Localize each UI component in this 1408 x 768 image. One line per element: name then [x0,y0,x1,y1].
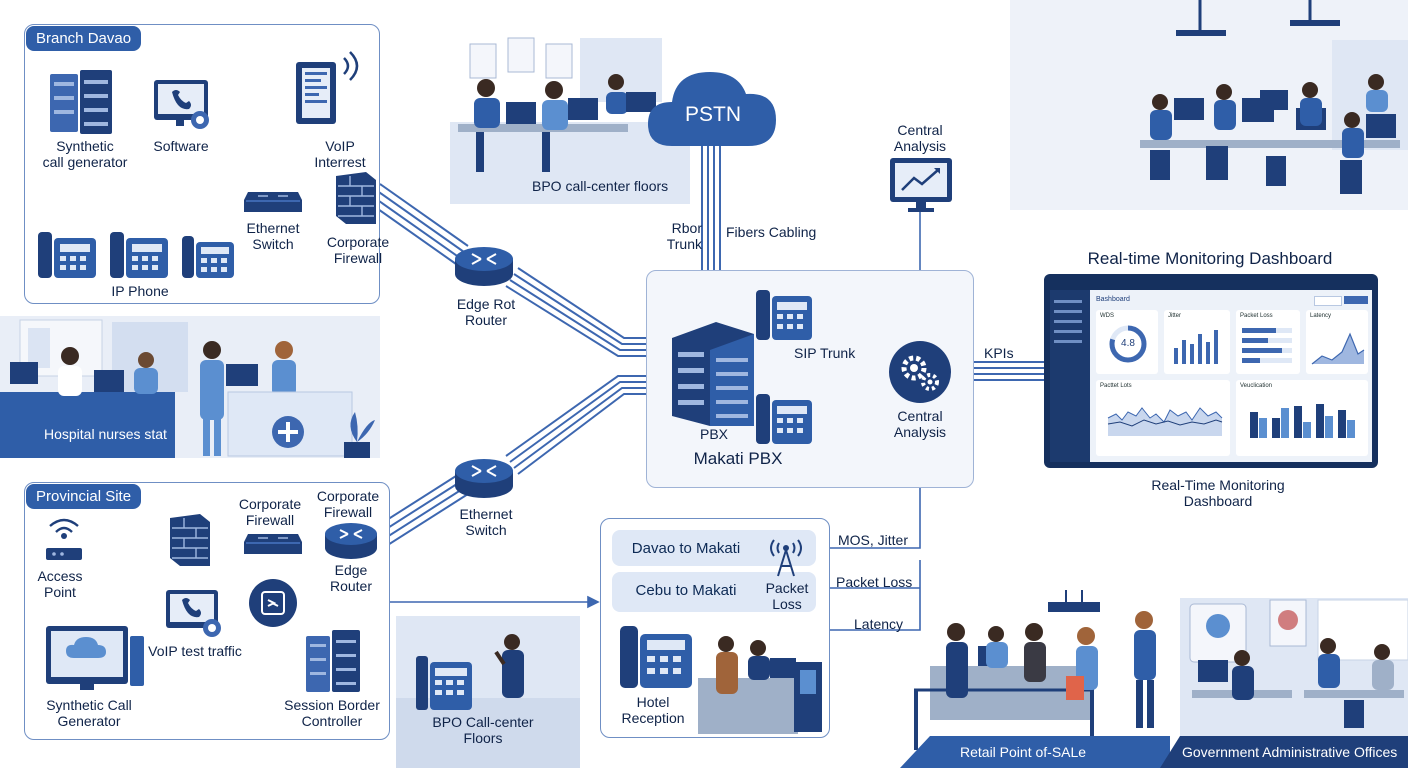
card-title: Latency [1310,313,1332,319]
dashboard-title-bottom: Real-Time Monitoring Dashboard [1151,477,1285,509]
dashboard-sidebar-items [1054,300,1082,343]
hotel-phone-icon [620,626,692,688]
government-caption: Government Administrative Offices [1182,744,1398,760]
ip-phone-icon [756,394,812,444]
router-icon [455,459,513,498]
dashboard-filter-button[interactable] [1314,296,1342,306]
retail-government-illustration [914,590,1408,750]
access-point-icon [46,518,82,560]
session-border-controller-label: Session Border Controller [284,697,380,729]
synthetic-call-generator-label: Synthetic call generator [42,138,128,170]
makati-pbx-title: Makati PBX [693,449,783,468]
card-title: Packet Loss [1240,313,1273,319]
card-title: Veuclication [1240,383,1273,389]
ip-phone-label: IP Phone [111,283,169,299]
latency-metric-label: Latency [854,616,904,632]
server-stack-icon [50,70,112,134]
mos-gauge-value: 4.8 [1121,338,1135,349]
hospital-caption: Hospital nurses stat [44,426,167,442]
corporate-firewall-label: Corporate Firewall [326,234,390,266]
branch-davao-tab: Branch Davao [26,26,142,51]
dashboard-card-mos [1096,310,1158,374]
packet-lots-line-chart [1107,407,1223,436]
mos-jitter-label: MOS, Jitter [838,532,909,548]
corporate-firewall-label: Corporate Firewall [238,496,302,528]
office-illustration [1140,0,1408,194]
voip-interest-label: VoIP Interrest [314,138,366,170]
router-icon [325,523,377,559]
ethernet-switch-mid-label: Ethernet Switch [459,506,513,538]
packet-loss-route-label: Packet Loss [765,580,809,612]
voip-test-monitor-icon [166,590,221,637]
kpis-label: KPIs [984,345,1014,361]
bpo-bottom-illustration [396,634,580,768]
hotel-reception-label: Hotel Reception [621,694,685,726]
voip-gateway-icon [249,579,297,627]
card-title: Jitter [1168,313,1182,319]
voip-server-icon [296,51,359,124]
bpo-top-scene [450,122,690,204]
route-cebu-makati-label: Cebu to Makati [635,582,737,599]
voip-test-traffic-label: VoIP test traffic [148,643,242,659]
ip-phone-icon [38,232,96,278]
signal-tower-icon [770,539,802,577]
mos-gauge [1109,325,1147,363]
bpo-top-illustration [458,37,662,172]
edge-router-label: Edge Router [329,562,373,594]
visualization-bar-chart [1250,404,1355,438]
pstn-label: PSTN [684,103,741,126]
route-cebu-makati[interactable] [612,572,816,612]
fibers-cabling-label: Fibers Cabling [726,224,817,240]
hospital-illustration [0,319,375,458]
retail-caption: Retail Point of-SALe [960,744,1087,760]
access-point-label: Access Point [37,568,83,600]
packet-loss-metric-label: Packet Loss [836,574,913,590]
bpo-top-caption: BPO call-center floors [532,178,669,194]
edge-rot-router-label: Edge Rot Router [456,296,516,328]
dashboard-action-button[interactable] [1344,296,1368,304]
corporate-firewall-label: Corporate Firewall [316,488,380,520]
pbx-label: PBX [699,426,728,442]
central-analysis-gear-icon [889,341,951,403]
central-analysis-label: Central Analysis [893,408,947,440]
router-icon [455,247,513,286]
retail-caption-bar [900,736,1170,768]
ip-phone-icon [182,236,234,278]
synthetic-call-generator-label: Synthetic Call Generator [46,697,132,729]
dashboard-title-top: Real-time Monitoring Dashboard [1087,249,1333,268]
ethernet-switch-icon [244,534,302,554]
ip-phone-icon [110,232,168,278]
bpo-bottom-caption: BPO Call-center Floors [432,714,534,746]
rbor-trunk-label: Rbor Trunk [666,220,702,252]
session-border-controller-icon [306,630,360,692]
government-caption-bar [1160,736,1408,768]
sip-trunk-label: SIP Trunk [794,345,856,361]
ethernet-switch-label: Ethernet Switch [246,220,300,252]
card-title: WDS [1100,313,1114,319]
card-title: Pacttet Lots [1100,383,1132,389]
provincial-site-tab: Provincial Site [26,484,142,509]
latency-area-chart [1311,332,1365,365]
jitter-bar-chart [1174,330,1218,364]
software-label: Software [153,138,209,154]
pstn-cloud-icon [648,72,776,146]
firewall-icon [336,172,376,224]
route-davao-makati-label: Davao to Makati [631,540,741,557]
dashboard-heading: Bashboard [1096,296,1130,303]
synthetic-call-generator-icon [46,626,144,690]
packet-loss-bars [1242,328,1292,363]
dashboard-sidebar [1050,290,1090,462]
firewall-icon [170,514,210,566]
ip-phone-icon [756,290,812,340]
pbx-server-icon [672,322,754,426]
analytics-monitor-icon [890,158,952,212]
ethernet-switch-icon [244,192,302,212]
hotel-reception-illustration [698,636,822,734]
central-analysis-top-label: Central Analysis [893,122,947,154]
software-monitor-icon [154,80,209,129]
